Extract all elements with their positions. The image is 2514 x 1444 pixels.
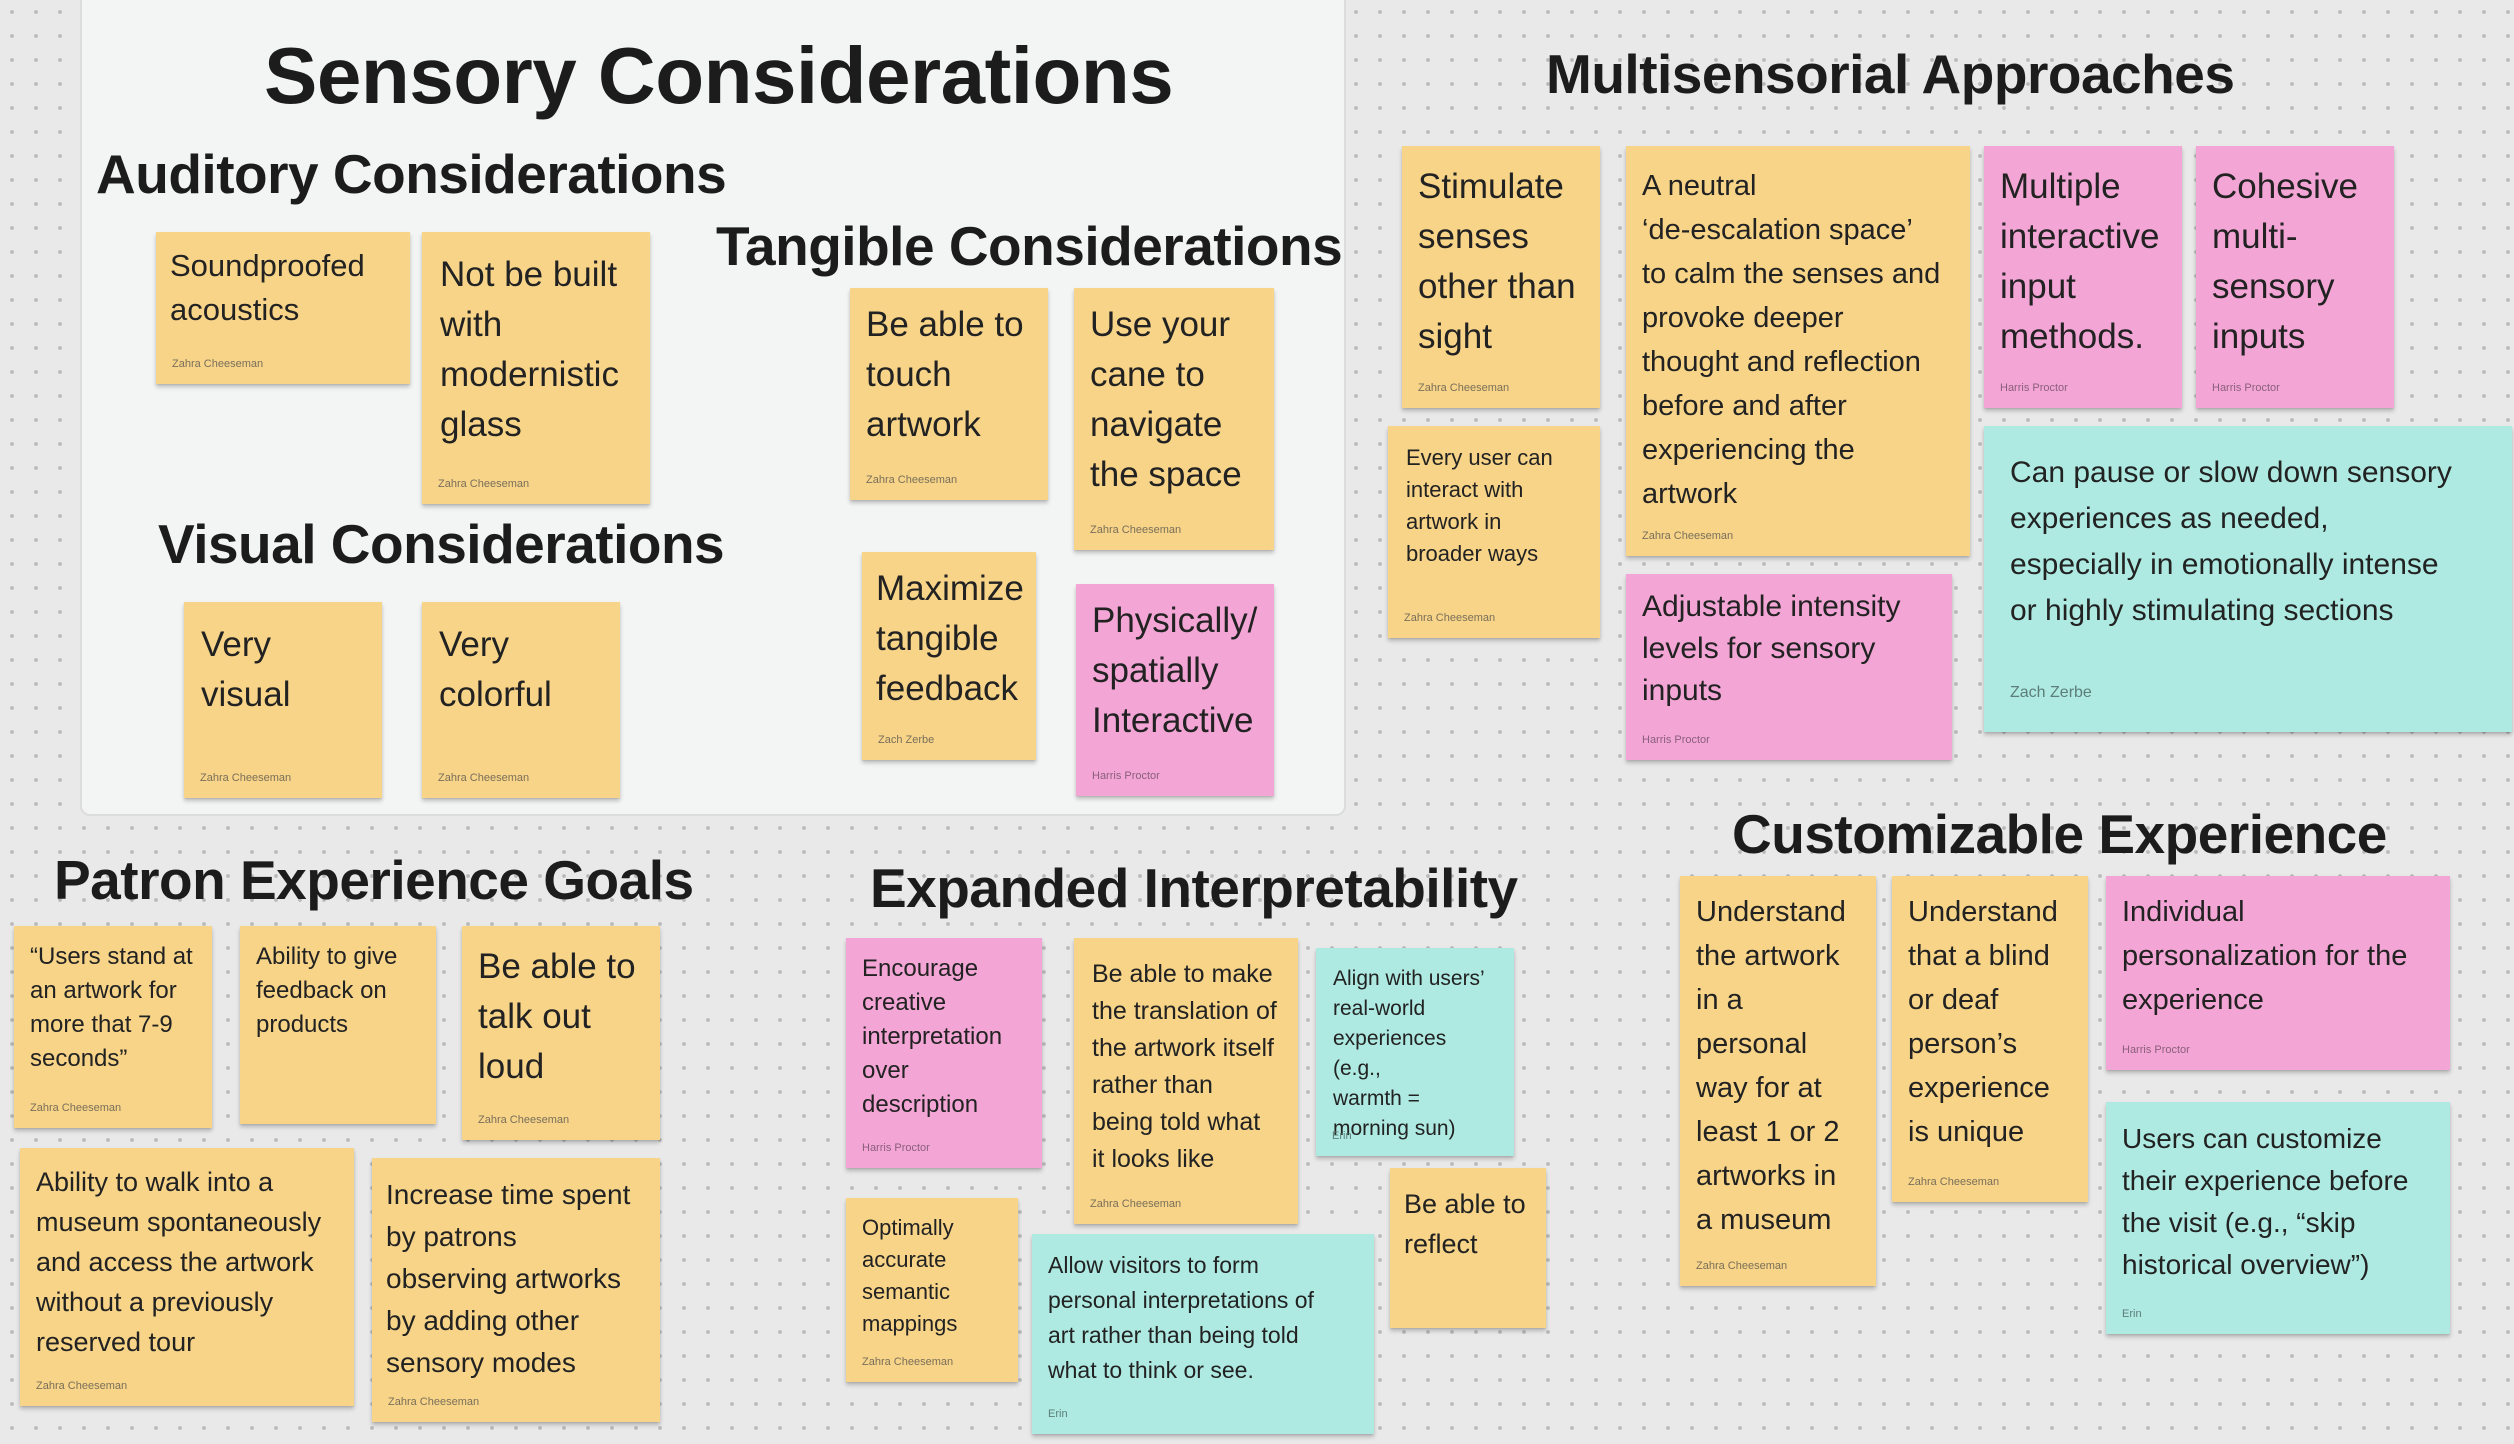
sticky-note[interactable]: Ability to walk into a museum spontaneou…	[20, 1148, 354, 1406]
note-author: Zahra Cheeseman	[1090, 524, 1182, 536]
note-text: Optimally accurate semantic mappings	[862, 1215, 958, 1336]
note-author: Zahra Cheeseman	[172, 358, 264, 370]
note-text: Align with users’ real-world experiences…	[1333, 967, 1485, 1140]
sticky-note[interactable]: “Users stand at an artwork for more that…	[14, 926, 212, 1128]
note-author: Zahra Cheeseman	[866, 474, 958, 486]
sticky-note[interactable]: Not be built with modernistic glass Zahr…	[422, 232, 650, 504]
note-author: Zahra Cheeseman	[438, 772, 530, 784]
note-author: Zahra Cheeseman	[862, 1356, 954, 1368]
note-text: Not be built with modernistic glass	[440, 255, 619, 444]
note-author: Zahra Cheeseman	[388, 1396, 480, 1408]
sticky-note[interactable]: Multiple interactive input methods. Harr…	[1984, 146, 2182, 408]
sticky-note[interactable]: Very visual Zahra Cheeseman	[184, 602, 382, 798]
note-text: Users can customize their experience bef…	[2122, 1123, 2409, 1280]
note-author: Zahra Cheeseman	[200, 772, 292, 784]
note-author: Erin	[1332, 1130, 1352, 1142]
sticky-note[interactable]: Individual personalization for the exper…	[2106, 876, 2450, 1070]
note-author: Zahra Cheeseman	[438, 478, 530, 490]
note-text: Ability to walk into a museum spontaneou…	[36, 1167, 322, 1357]
note-author: Zahra Cheeseman	[478, 1114, 570, 1126]
note-author: Harris Proctor	[1642, 734, 1710, 746]
visual-considerations-heading: Visual Considerations	[158, 513, 725, 575]
note-text: Cohesive multi- sensory inputs	[2212, 167, 2358, 356]
patron-experience-goals-heading: Patron Experience Goals	[54, 849, 694, 911]
note-author: Erin	[1048, 1408, 1068, 1420]
sticky-note[interactable]: Use your cane to navigate the space Zahr…	[1074, 288, 1274, 550]
sticky-note[interactable]: Allow visitors to form personal interpre…	[1032, 1234, 1374, 1434]
sticky-note[interactable]: Optimally accurate semantic mappings Zah…	[846, 1198, 1018, 1382]
sticky-note[interactable]: Understand the artwork in a personal way…	[1680, 876, 1876, 1286]
sticky-note[interactable]: Maximize tangible feedback Zach Zerbe	[862, 552, 1036, 760]
sticky-note[interactable]: Encourage creative interpretation over d…	[846, 938, 1042, 1168]
sticky-note[interactable]: Users can customize their experience bef…	[2106, 1102, 2450, 1334]
note-text: Individual personalization for the exper…	[2122, 896, 2408, 1016]
note-author: Zahra Cheeseman	[1642, 530, 1734, 542]
multisensorial-approaches-heading: Multisensorial Approaches	[1546, 43, 2235, 105]
note-text: Be able to make the translation of the a…	[1092, 960, 1277, 1173]
note-text: Be able to touch artwork	[866, 305, 1024, 444]
note-text: Be able to talk out loud	[478, 947, 636, 1086]
note-author: Zahra Cheeseman	[30, 1102, 122, 1114]
note-text: Very colorful	[439, 625, 552, 714]
note-author: Harris Proctor	[2212, 382, 2280, 394]
auditory-considerations-heading: Auditory Considerations	[96, 143, 727, 205]
note-author: Zach Zerbe	[2010, 684, 2092, 701]
sticky-note[interactable]: Physically/ spatially Interactive Harris…	[1076, 584, 1274, 796]
note-author: Harris Proctor	[2122, 1044, 2190, 1056]
sticky-note[interactable]: Cohesive multi- sensory inputs Harris Pr…	[2196, 146, 2394, 408]
sticky-note[interactable]: Very colorful Zahra Cheeseman	[422, 602, 620, 798]
sticky-note[interactable]: Be able to touch artwork Zahra Cheeseman	[850, 288, 1048, 500]
note-text: Very visual	[201, 625, 291, 714]
tangible-considerations-heading: Tangible Considerations	[716, 215, 1343, 277]
note-text: Stimulate senses other than sight	[1418, 167, 1576, 356]
note-text: Physically/ spatially Interactive	[1092, 601, 1258, 740]
sticky-note[interactable]: Can pause or slow down sensory experienc…	[1984, 426, 2512, 732]
sticky-note[interactable]: Be able to reflect	[1390, 1168, 1546, 1328]
note-text: “Users stand at an artwork for more that…	[30, 943, 193, 1072]
sticky-note[interactable]: Be able to make the translation of the a…	[1074, 938, 1298, 1224]
note-author: Zahra Cheeseman	[1090, 1198, 1182, 1210]
note-text: Soundproofed acoustics	[170, 248, 365, 327]
note-author: Harris Proctor	[862, 1142, 930, 1154]
customizable-experience-heading: Customizable Experience	[1732, 803, 2387, 865]
note-text: Ability to give feedback on products	[256, 943, 398, 1038]
note-text: A neutral ‘de-escalation space’ to calm …	[1642, 170, 1941, 510]
note-author: Zach Zerbe	[878, 734, 935, 746]
note-author: Zahra Cheeseman	[1696, 1260, 1788, 1272]
note-author: Harris Proctor	[2000, 382, 2068, 394]
sticky-note[interactable]: Stimulate senses other than sight Zahra …	[1402, 146, 1600, 408]
note-author: Erin	[2122, 1308, 2142, 1320]
note-author: Zahra Cheeseman	[36, 1380, 128, 1392]
note-text: Use your cane to navigate the space	[1090, 305, 1242, 494]
sensory-considerations-heading: Sensory Considerations	[264, 31, 1174, 120]
note-author: Zahra Cheeseman	[1418, 382, 1510, 394]
sticky-note[interactable]: Ability to give feedback on products	[240, 926, 436, 1124]
note-text: Understand the artwork in a personal way…	[1696, 896, 1846, 1236]
sticky-note[interactable]: Align with users’ real-world experiences…	[1316, 948, 1514, 1156]
note-text: Allow visitors to form personal interpre…	[1048, 1252, 1314, 1383]
note-author: Harris Proctor	[1092, 770, 1160, 782]
expanded-interpretability-heading: Expanded Interpretability	[870, 857, 1518, 919]
sticky-note[interactable]: Every user can interact with artwork in …	[1388, 426, 1600, 638]
note-text: Adjustable intensity levels for sensory …	[1642, 590, 1901, 707]
sticky-note[interactable]: Adjustable intensity levels for sensory …	[1626, 574, 1952, 760]
note-text: Maximize tangible feedback	[876, 569, 1024, 708]
sticky-note[interactable]: Soundproofed acoustics Zahra Cheeseman	[156, 232, 410, 384]
note-text: Every user can interact with artwork in …	[1406, 445, 1553, 566]
sticky-note[interactable]: Increase time spent by patrons observing…	[372, 1158, 660, 1422]
note-text: Encourage creative interpretation over d…	[862, 955, 1003, 1118]
note-author: Zahra Cheeseman	[1908, 1176, 2000, 1188]
note-text: Increase time spent by patrons observing…	[386, 1179, 631, 1378]
note-text: Understand that a blind or deaf person’s…	[1908, 896, 2058, 1148]
sticky-note[interactable]: Understand that a blind or deaf person’s…	[1892, 876, 2088, 1202]
sticky-note[interactable]: A neutral ‘de-escalation space’ to calm …	[1626, 146, 1970, 556]
note-text: Be able to reflect	[1404, 1189, 1526, 1259]
note-author: Zahra Cheeseman	[1404, 612, 1496, 624]
sticky-note[interactable]: Be able to talk out loud Zahra Cheeseman	[462, 926, 660, 1140]
note-text: Multiple interactive input methods.	[2000, 167, 2160, 356]
note-text: Can pause or slow down sensory experienc…	[2010, 456, 2452, 627]
